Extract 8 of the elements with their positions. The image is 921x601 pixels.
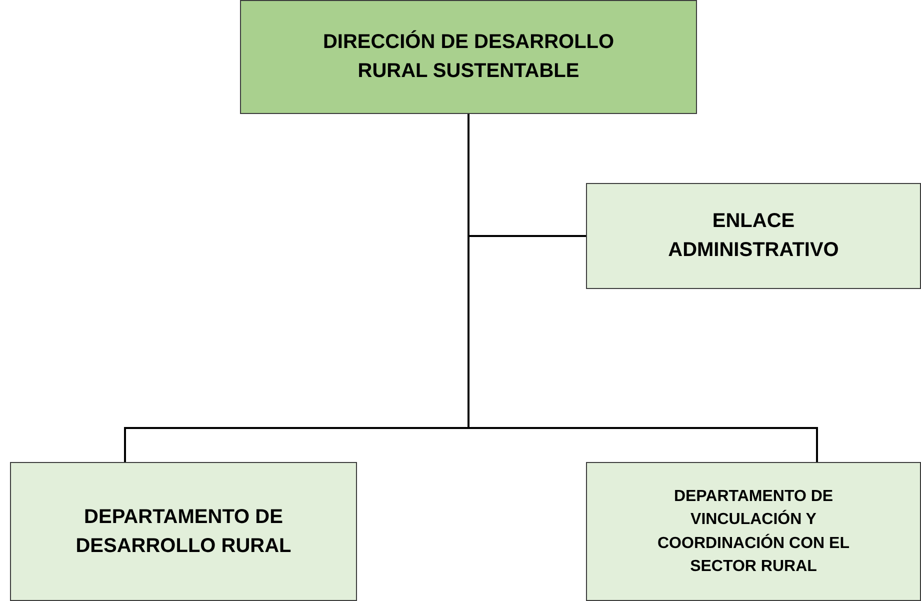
box-label: DEPARTAMENTO DE DESARROLLO RURAL	[74, 504, 292, 558]
box-label: ENLACE ADMINISTRATIVO	[667, 209, 840, 263]
box-label: DIRECCIÓN DE DESARROLLO RURAL SUSTENTABLE	[322, 29, 616, 84]
liaison-box	[586, 183, 921, 289]
department-box	[10, 462, 357, 601]
department-box	[586, 462, 921, 601]
box-label: DEPARTAMENTO DE VINCULACIÓN Y COORDINACIÓN CON EL SECTOR RURAL	[656, 487, 850, 577]
director-box	[240, 0, 697, 114]
